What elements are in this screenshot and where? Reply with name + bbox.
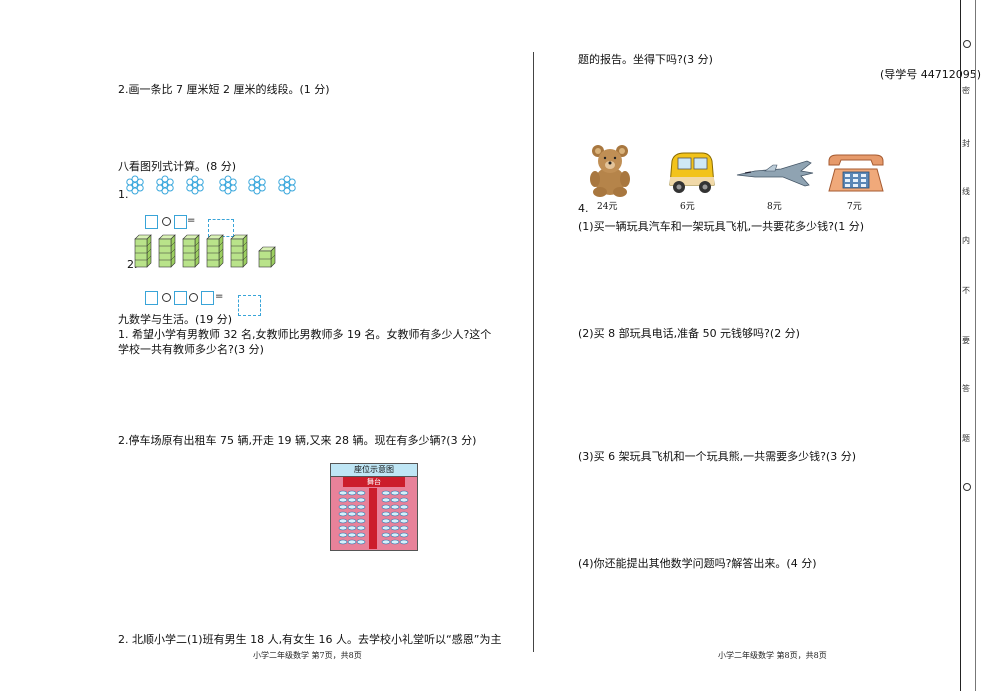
seats-image	[338, 490, 409, 545]
answer-box[interactable]	[145, 215, 158, 229]
subquestion-4: (4)你还能提出其他数学问题吗?解答出来。(4 分)	[578, 557, 817, 570]
binding-char: 要	[962, 336, 970, 345]
section-9-q3: 2. 北顺小学二(1)班有男生 18 人,有女生 16 人。去学校小礼堂听以“感…	[118, 633, 502, 646]
footer-page-7: 小学二年级数学 第7页，共8页	[253, 651, 362, 660]
binding-char: 不	[962, 286, 970, 295]
binding-circle	[963, 483, 971, 491]
binding-char: 线	[962, 187, 970, 196]
section-9-q1-line2: 学校一共有教师多少名?(3 分)	[118, 343, 264, 356]
question-draw-line: 2.画一条比 7 厘米短 2 厘米的线段。(1 分)	[118, 83, 330, 96]
equals-sign: =	[187, 215, 196, 226]
answer-box[interactable]	[201, 291, 214, 305]
flower-groups-image	[126, 175, 296, 195]
question-4-number: 4.	[578, 202, 589, 215]
teddy-bear-icon	[590, 145, 630, 197]
seat-diagram: 座位示意图 舞台	[330, 463, 418, 551]
section-9-q1-line1: 1. 希望小学有男教师 32 名,女教师比男教师多 19 名。女教师有多少人?这…	[118, 328, 492, 341]
binding-char: 题	[962, 434, 970, 443]
section-8-q2-number: 2.	[127, 258, 138, 271]
seat-diagram-title: 座位示意图	[331, 464, 417, 477]
operator-circle[interactable]	[162, 293, 171, 302]
price-toy-plane: 8元	[767, 202, 782, 212]
subquestion-3: (3)买 6 架玩具飞机和一个玩具熊,一共需要多少钱?(3 分)	[578, 450, 856, 463]
answer-box[interactable]	[145, 291, 158, 305]
answer-box[interactable]	[174, 291, 187, 305]
aisle	[369, 488, 377, 549]
question-3-continued: 题的报告。坐得下吗?(3 分)	[578, 53, 713, 66]
section-8-title: 八看图列式计算。(8 分)	[118, 160, 237, 173]
price-teddy-bear: 24元	[597, 202, 618, 212]
price-toy-telephone: 7元	[847, 202, 862, 212]
toy-car-icon	[669, 152, 715, 193]
toy-telephone-icon	[828, 154, 884, 192]
binding-char: 封	[962, 139, 970, 148]
binding-circle	[963, 40, 971, 48]
section-8-q1-number: 1.	[118, 188, 129, 201]
operator-circle[interactable]	[189, 293, 198, 302]
equals-sign: =	[215, 291, 224, 302]
toy-plane-icon	[736, 160, 814, 187]
cube-stacks-image	[134, 234, 276, 268]
answer-box[interactable]	[174, 215, 187, 229]
price-toy-car: 6元	[680, 202, 695, 212]
binding-line-outer	[975, 0, 976, 691]
operator-circle[interactable]	[162, 217, 171, 226]
subquestion-2: (2)买 8 部玩具电话,准备 50 元钱够吗?(2 分)	[578, 327, 800, 340]
subquestion-1: (1)买一辆玩具汽车和一架玩具飞机,一共要花多少钱?(1 分)	[578, 220, 864, 233]
binding-char: 答	[962, 384, 970, 393]
page-divider	[533, 52, 534, 652]
binding-char: 密	[962, 86, 970, 95]
section-9-title: 九数学与生活。(19 分)	[118, 313, 233, 326]
binding-char: 内	[962, 236, 970, 245]
binding-line	[960, 0, 961, 691]
stage-label: 舞台	[343, 477, 405, 487]
footer-page-8: 小学二年级数学 第8页，共8页	[718, 651, 827, 660]
guide-number: (导学号 44712095)	[880, 68, 982, 81]
section-9-q2: 2.停车场原有出租车 75 辆,开走 19 辆,又来 28 辆。现在有多少辆?(…	[118, 434, 477, 447]
result-box[interactable]	[238, 295, 261, 316]
